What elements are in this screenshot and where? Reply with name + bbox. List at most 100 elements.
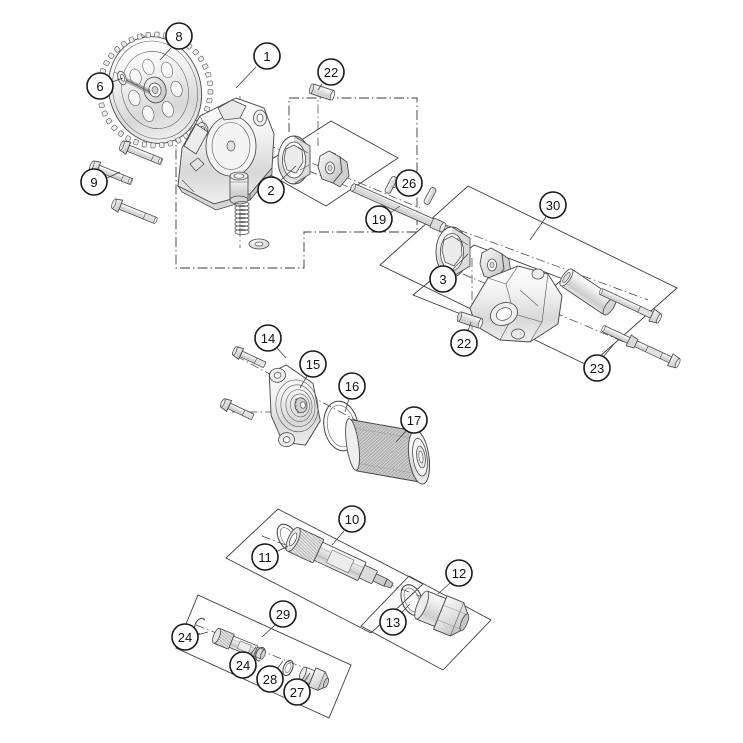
group-screw-plug	[360, 575, 492, 671]
callout-c8[interactable]: 8	[165, 22, 193, 50]
bolt-9a	[119, 140, 164, 166]
callout-circle[interactable]	[338, 505, 366, 533]
part-oil-pump-assembly	[469, 265, 617, 343]
callout-c28[interactable]: 28	[256, 665, 284, 693]
callout-circle[interactable]	[254, 324, 282, 352]
callout-number: 28	[263, 672, 277, 687]
part-rotor-set	[277, 135, 350, 188]
callout-number: 27	[290, 685, 304, 700]
callout-circle[interactable]	[450, 329, 478, 357]
callout-number: 19	[372, 212, 386, 227]
part-screw-plug-12	[414, 590, 470, 637]
callout-circle[interactable]	[165, 22, 193, 50]
callout-circle[interactable]	[338, 372, 366, 400]
callout-number: 9	[90, 175, 97, 190]
callout-c17[interactable]: 17	[400, 406, 428, 434]
callout-number: 26	[402, 176, 416, 191]
callout-leader-28-c28	[276, 660, 284, 670]
callout-number: 10	[345, 512, 359, 527]
callout-circle[interactable]	[86, 72, 114, 100]
part-pressure-regulator-valve	[285, 527, 394, 589]
callout-c26[interactable]: 26	[395, 169, 423, 197]
callout-c27[interactable]: 27	[283, 678, 311, 706]
callout-leader-17-c17	[395, 430, 407, 443]
callout-leader-9-c9	[106, 171, 121, 179]
bolt-23b	[601, 325, 681, 369]
part-bolts-23	[598, 288, 681, 369]
relief-washer	[248, 238, 270, 250]
callout-circle[interactable]	[80, 168, 108, 196]
callout-leader-16-c16	[344, 398, 350, 413]
callout-c30[interactable]: 30	[539, 191, 567, 219]
callout-c6[interactable]: 6	[86, 72, 114, 100]
callout-c22b[interactable]: 22	[450, 329, 478, 357]
callout-leader-2-c2	[280, 165, 297, 181]
callout-c12[interactable]: 12	[445, 559, 473, 587]
callout-circle[interactable]	[251, 543, 279, 571]
relief-spring	[234, 200, 250, 236]
callout-number: 22	[457, 336, 471, 351]
callout-circle[interactable]	[539, 191, 567, 219]
callout-number: 24	[178, 630, 192, 645]
callout-leaders	[106, 47, 615, 683]
callout-circle[interactable]	[253, 42, 281, 70]
callout-c3[interactable]: 3	[429, 265, 457, 293]
callout-number: 15	[306, 357, 320, 372]
part-dowel-pin-22a	[308, 83, 336, 101]
callout-circle[interactable]	[317, 58, 345, 86]
callout-c2[interactable]: 2	[257, 176, 285, 204]
callout-c10[interactable]: 10	[338, 505, 366, 533]
callout-circle[interactable]	[256, 665, 284, 693]
callout-leader-6-c6	[111, 77, 124, 83]
bolt-14b	[220, 398, 255, 421]
pump-body	[469, 265, 563, 343]
callout-circle[interactable]	[400, 406, 428, 434]
callout-circle[interactable]	[229, 651, 257, 679]
callout-circle[interactable]	[395, 169, 423, 197]
callout-circle[interactable]	[299, 350, 327, 378]
callout-leader-1-c1	[235, 66, 257, 89]
callout-c22a[interactable]: 22	[317, 58, 345, 86]
callout-number: 14	[261, 331, 275, 346]
callout-c14[interactable]: 14	[254, 324, 282, 352]
callout-c16[interactable]: 16	[338, 372, 366, 400]
callout-leader-27-c27	[303, 672, 311, 683]
callout-circle[interactable]	[171, 623, 199, 651]
bolt-23a	[598, 288, 662, 324]
outer-rotor	[277, 135, 311, 185]
callout-c23[interactable]: 23	[583, 354, 611, 382]
callout-c29[interactable]: 29	[269, 600, 297, 628]
callout-number: 23	[590, 361, 604, 376]
callout-leader-23-c23	[603, 343, 615, 357]
part-circlip-24b	[255, 646, 266, 662]
callout-circle[interactable]	[583, 354, 611, 382]
callout-circle[interactable]	[379, 608, 407, 636]
callout-circle[interactable]	[429, 265, 457, 293]
axis-shaft-to-bolt	[396, 206, 649, 301]
callout-c1[interactable]: 1	[253, 42, 281, 70]
callout-c9[interactable]: 9	[80, 168, 108, 196]
callout-number: 16	[345, 379, 359, 394]
callout-c13[interactable]: 13	[379, 608, 407, 636]
callout-bubbles: 1 22 8 6 9 2 26 19 30 3 22 23 14 15 16 17 10 11 12 13 29 24 24…	[80, 22, 611, 706]
callout-circle[interactable]	[283, 678, 311, 706]
callout-circle[interactable]	[257, 176, 285, 204]
callout-circle[interactable]	[365, 205, 393, 233]
callout-leader-8-c8	[159, 47, 172, 61]
part-washer-28	[282, 659, 294, 677]
callout-leader-24-c24b	[249, 646, 257, 656]
callout-number: 11	[258, 550, 272, 565]
callout-leader-19-c19	[389, 205, 401, 214]
part-bypass-valve-stack	[193, 617, 330, 691]
part-parallel-pin-26a	[384, 176, 398, 194]
callout-c15[interactable]: 15	[299, 350, 327, 378]
part-bolts-9	[89, 140, 164, 224]
part-oil-pump-shaft	[350, 183, 446, 233]
callout-c11[interactable]: 11	[251, 543, 279, 571]
callout-c19[interactable]: 19	[365, 205, 393, 233]
callout-c24b[interactable]: 24	[229, 651, 257, 679]
callout-c24a[interactable]: 24	[171, 623, 199, 651]
callout-circle[interactable]	[445, 559, 473, 587]
callout-circle[interactable]	[269, 600, 297, 628]
